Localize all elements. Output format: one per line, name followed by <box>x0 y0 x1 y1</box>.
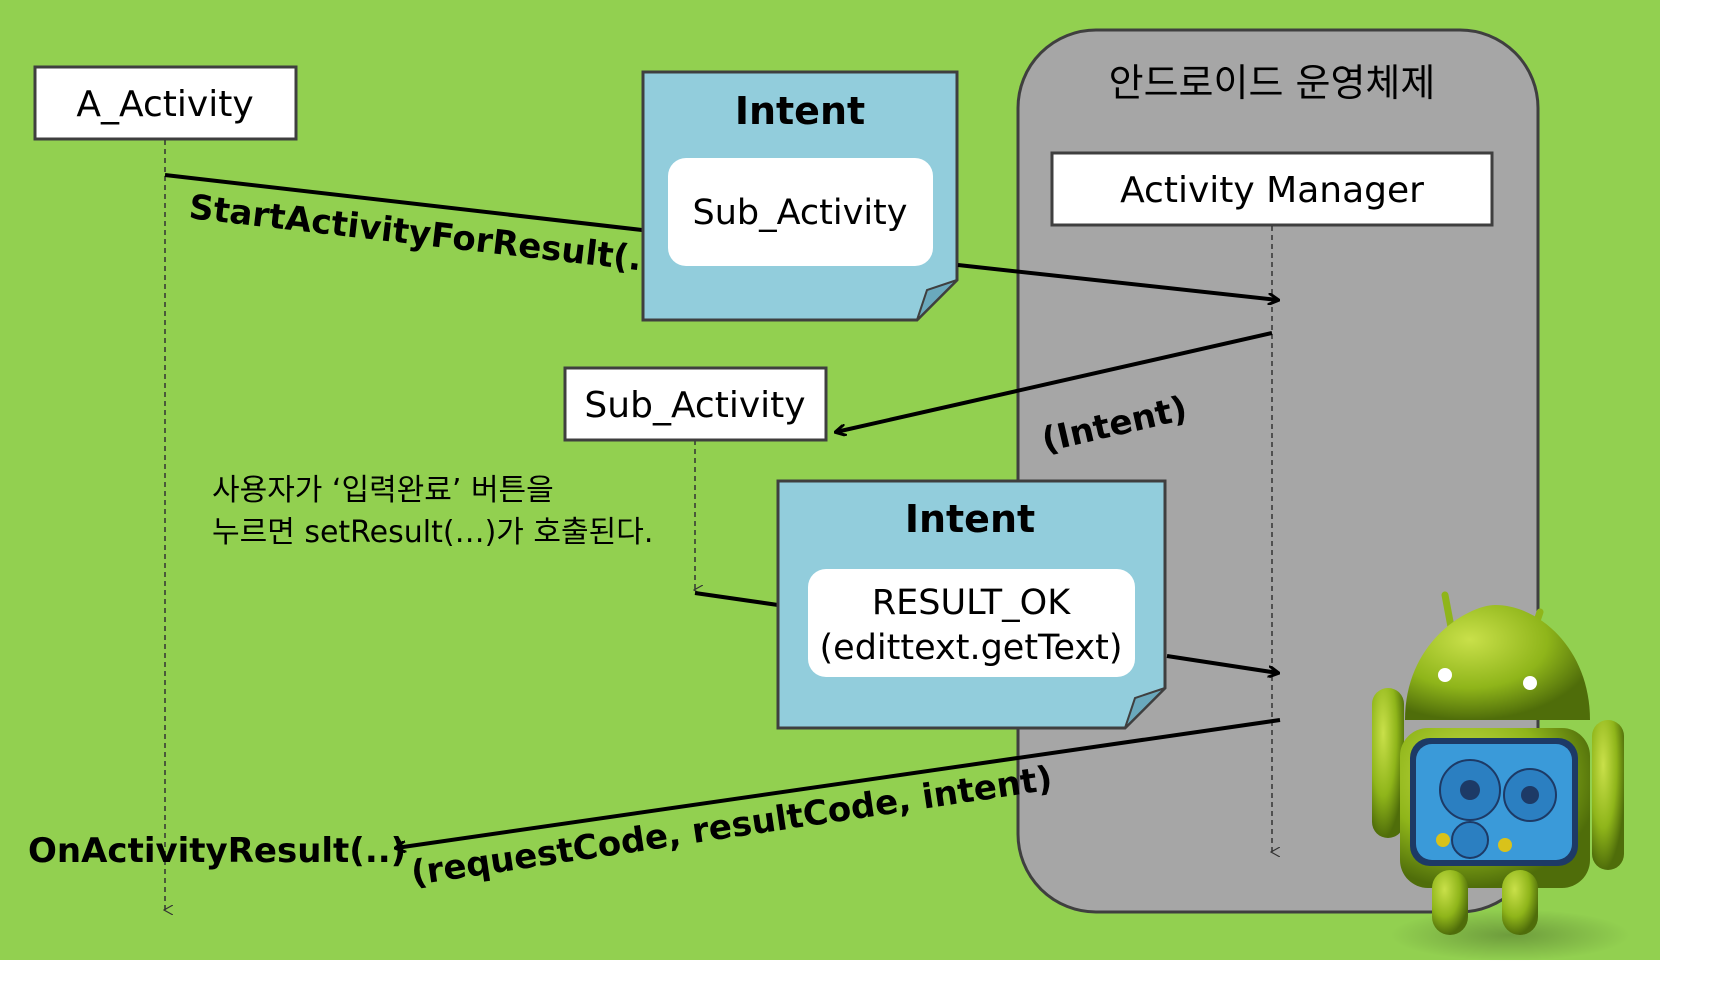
intent-bottom-content-line1: RESULT_OK <box>872 583 1071 623</box>
intent-bottom-title: Intent <box>905 497 1035 541</box>
intent-note-bottom-fold <box>1124 687 1166 729</box>
user-note-line1: 사용자가 ‘입력완료’ 버튼을 <box>212 473 554 508</box>
android-robot-gears-icon <box>1372 591 1630 961</box>
activity-manager-label: Activity Manager <box>1120 170 1424 211</box>
start-activity-line <box>164 173 643 232</box>
sub-activity-label: Sub_Activity <box>584 385 805 426</box>
sub-activity-box <box>563 366 828 442</box>
a-activity-label: A_Activity <box>76 84 253 125</box>
manager-to-on-activity-result-arrow <box>396 718 1281 848</box>
manager-to-sub-activity-arrow <box>836 331 1273 432</box>
on-activity-result-label: OnActivityResult(..) <box>28 831 406 871</box>
intent-to-manager-arrow <box>957 263 1278 300</box>
os-panel-title: 안드로이드 운영체제 <box>1109 61 1436 105</box>
intent-top-content-box <box>668 158 933 266</box>
intent-top-title: Intent <box>735 89 865 133</box>
user-note-line2: 누르면 setResult(…)가 호출된다. <box>212 515 653 550</box>
intent-bottom-content-box <box>808 569 1135 677</box>
intent-top-content: Sub_Activity <box>692 193 907 233</box>
intent-note-top-fold <box>916 279 958 321</box>
activity-manager-box <box>1050 151 1494 227</box>
a-activity-box <box>33 65 298 141</box>
intent-bottom-content-line2: (edittext.getText) <box>820 628 1123 668</box>
result-intent-to-manager-arrow <box>1166 654 1278 673</box>
set-result-line <box>694 591 779 607</box>
